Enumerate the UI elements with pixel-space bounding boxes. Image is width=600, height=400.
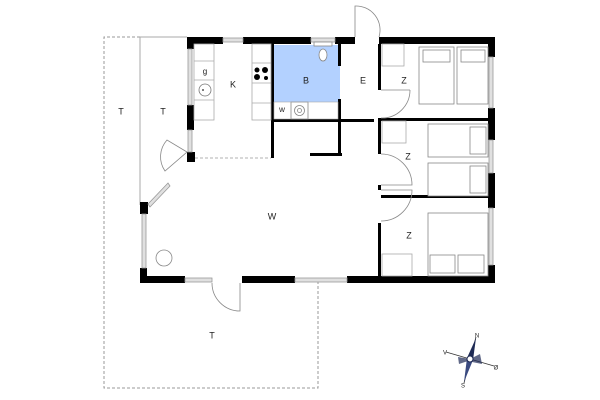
gas-label: g <box>203 67 207 76</box>
room-label-terrace-west-inner: T <box>160 106 166 116</box>
kitchen-counters <box>193 43 272 121</box>
washer-icon <box>290 101 309 120</box>
furniture-small <box>381 43 413 277</box>
room-label-bedroom-2: Z <box>405 151 411 161</box>
doors <box>160 5 413 312</box>
beds <box>418 46 489 277</box>
room-label-terrace-west-outer: T <box>118 106 124 116</box>
room-label-kitchen: K <box>230 79 236 89</box>
stove-icon <box>254 67 268 80</box>
room-label-bedroom-3: Z <box>406 230 412 240</box>
terrace-outlines <box>103 36 319 389</box>
room-label-terrace-south: T <box>209 330 215 340</box>
room-label-bedroom-1: Z <box>401 75 407 85</box>
washer-label: w <box>278 105 285 114</box>
compass-west: V <box>443 351 447 357</box>
toilet-icon <box>318 48 328 62</box>
room-label-entrance: E <box>360 75 366 85</box>
compass-south: S <box>461 384 465 390</box>
compass-north: N <box>475 334 479 340</box>
compass-east: Ø <box>494 366 499 372</box>
table-icon <box>155 249 173 267</box>
terrace-inner-line <box>139 36 187 205</box>
room-label-bathroom: B <box>303 75 309 85</box>
compass-rose: N V Ø S <box>443 334 499 390</box>
interior-walls <box>271 44 491 283</box>
room-label-living: W <box>268 211 277 221</box>
exterior-walls <box>140 37 495 283</box>
sink-icon <box>198 83 212 97</box>
bathroom-area <box>273 45 340 102</box>
room-labels: T T K B E Z Z Z W T g w <box>118 67 412 340</box>
